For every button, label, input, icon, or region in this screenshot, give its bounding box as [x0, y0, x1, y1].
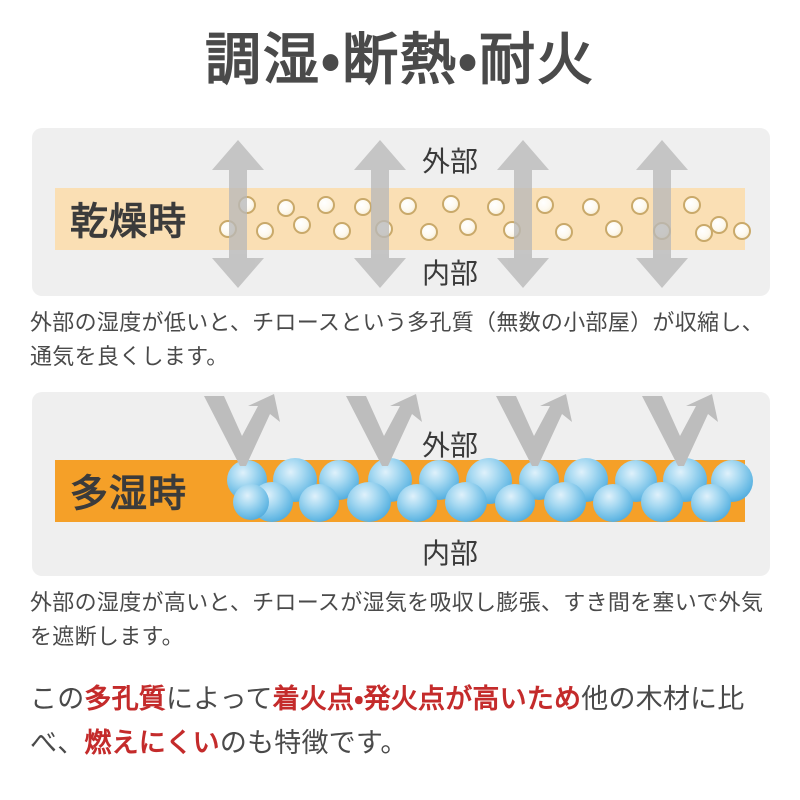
swollen-cell	[347, 482, 391, 522]
band-label-dry: 乾燥時	[70, 201, 188, 244]
swollen-cell	[233, 484, 269, 520]
label-outside-dry: 外部	[422, 147, 479, 178]
pore	[333, 222, 351, 240]
panel-wet-state: 多湿時 外部 内部	[32, 392, 770, 576]
swollen-cell	[641, 482, 683, 522]
summary-segment-4: のも特徴です。	[219, 727, 408, 758]
pore	[399, 197, 417, 215]
material-band-wet: 多湿時	[55, 458, 753, 522]
band-label-wet: 多湿時	[70, 473, 188, 516]
label-inside-dry: 内部	[422, 259, 479, 290]
swollen-cell	[397, 484, 437, 522]
pore	[683, 196, 701, 214]
pore	[442, 195, 460, 213]
pore	[605, 220, 623, 238]
pore	[710, 216, 728, 234]
summary-highlight-fireresistant: 燃えにくい	[84, 727, 220, 758]
swollen-cell	[544, 482, 586, 522]
pore	[420, 223, 438, 241]
pore	[536, 196, 554, 214]
summary-highlight-ignition: 着火点・発火点が高いため	[272, 684, 582, 714]
moisture-arrow-bidirectional	[636, 140, 688, 288]
pore	[555, 223, 573, 241]
caption-dry-state: 外部の湿度が低いと、チロースという多孔質（無数の小部屋）が収縮し、通気を良くしま…	[30, 310, 764, 370]
moisture-blocked-arrow	[492, 392, 576, 474]
swollen-cell	[495, 484, 535, 522]
label-inside-wet: 内部	[422, 539, 479, 570]
moisture-blocked-arrow	[342, 392, 426, 474]
swollen-cell	[593, 484, 633, 522]
pore	[631, 197, 649, 215]
summary-segment-3: 他の木材に比べ、	[30, 684, 745, 758]
pore	[277, 199, 295, 217]
panel-dry-state: 乾燥時	[32, 128, 770, 296]
moisture-blocked-arrow	[200, 392, 284, 474]
summary-text: この多孔質によって着火点・発火点が高いため他の木材に比べ、燃えにくいのも特徴です…	[30, 678, 786, 765]
moisture-arrow-bidirectional	[354, 140, 406, 288]
page-title: 調湿・断熱・耐火	[204, 28, 596, 91]
pore	[733, 222, 751, 240]
swollen-cell	[691, 484, 731, 522]
pore	[459, 218, 477, 236]
swollen-cell	[445, 482, 487, 522]
pore	[317, 196, 335, 214]
pore	[293, 216, 311, 234]
pore	[256, 222, 274, 240]
label-outside-wet: 外部	[422, 431, 479, 462]
swollen-cell	[299, 484, 339, 522]
caption-wet-state: 外部の湿度が高いと、チロースが湿気を吸収し膨張、すき間を塞いで外気を遮断します。	[30, 590, 764, 650]
summary-segment-2: によって	[166, 684, 273, 714]
moisture-arrow-bidirectional	[497, 140, 549, 288]
moisture-arrow-bidirectional	[212, 140, 264, 288]
summary-highlight-porous: 多孔質	[84, 684, 167, 714]
pore	[487, 198, 505, 216]
moisture-blocked-arrow	[638, 392, 722, 474]
pore	[695, 224, 713, 242]
summary-segment-1: この	[30, 684, 85, 714]
pore	[582, 198, 600, 216]
